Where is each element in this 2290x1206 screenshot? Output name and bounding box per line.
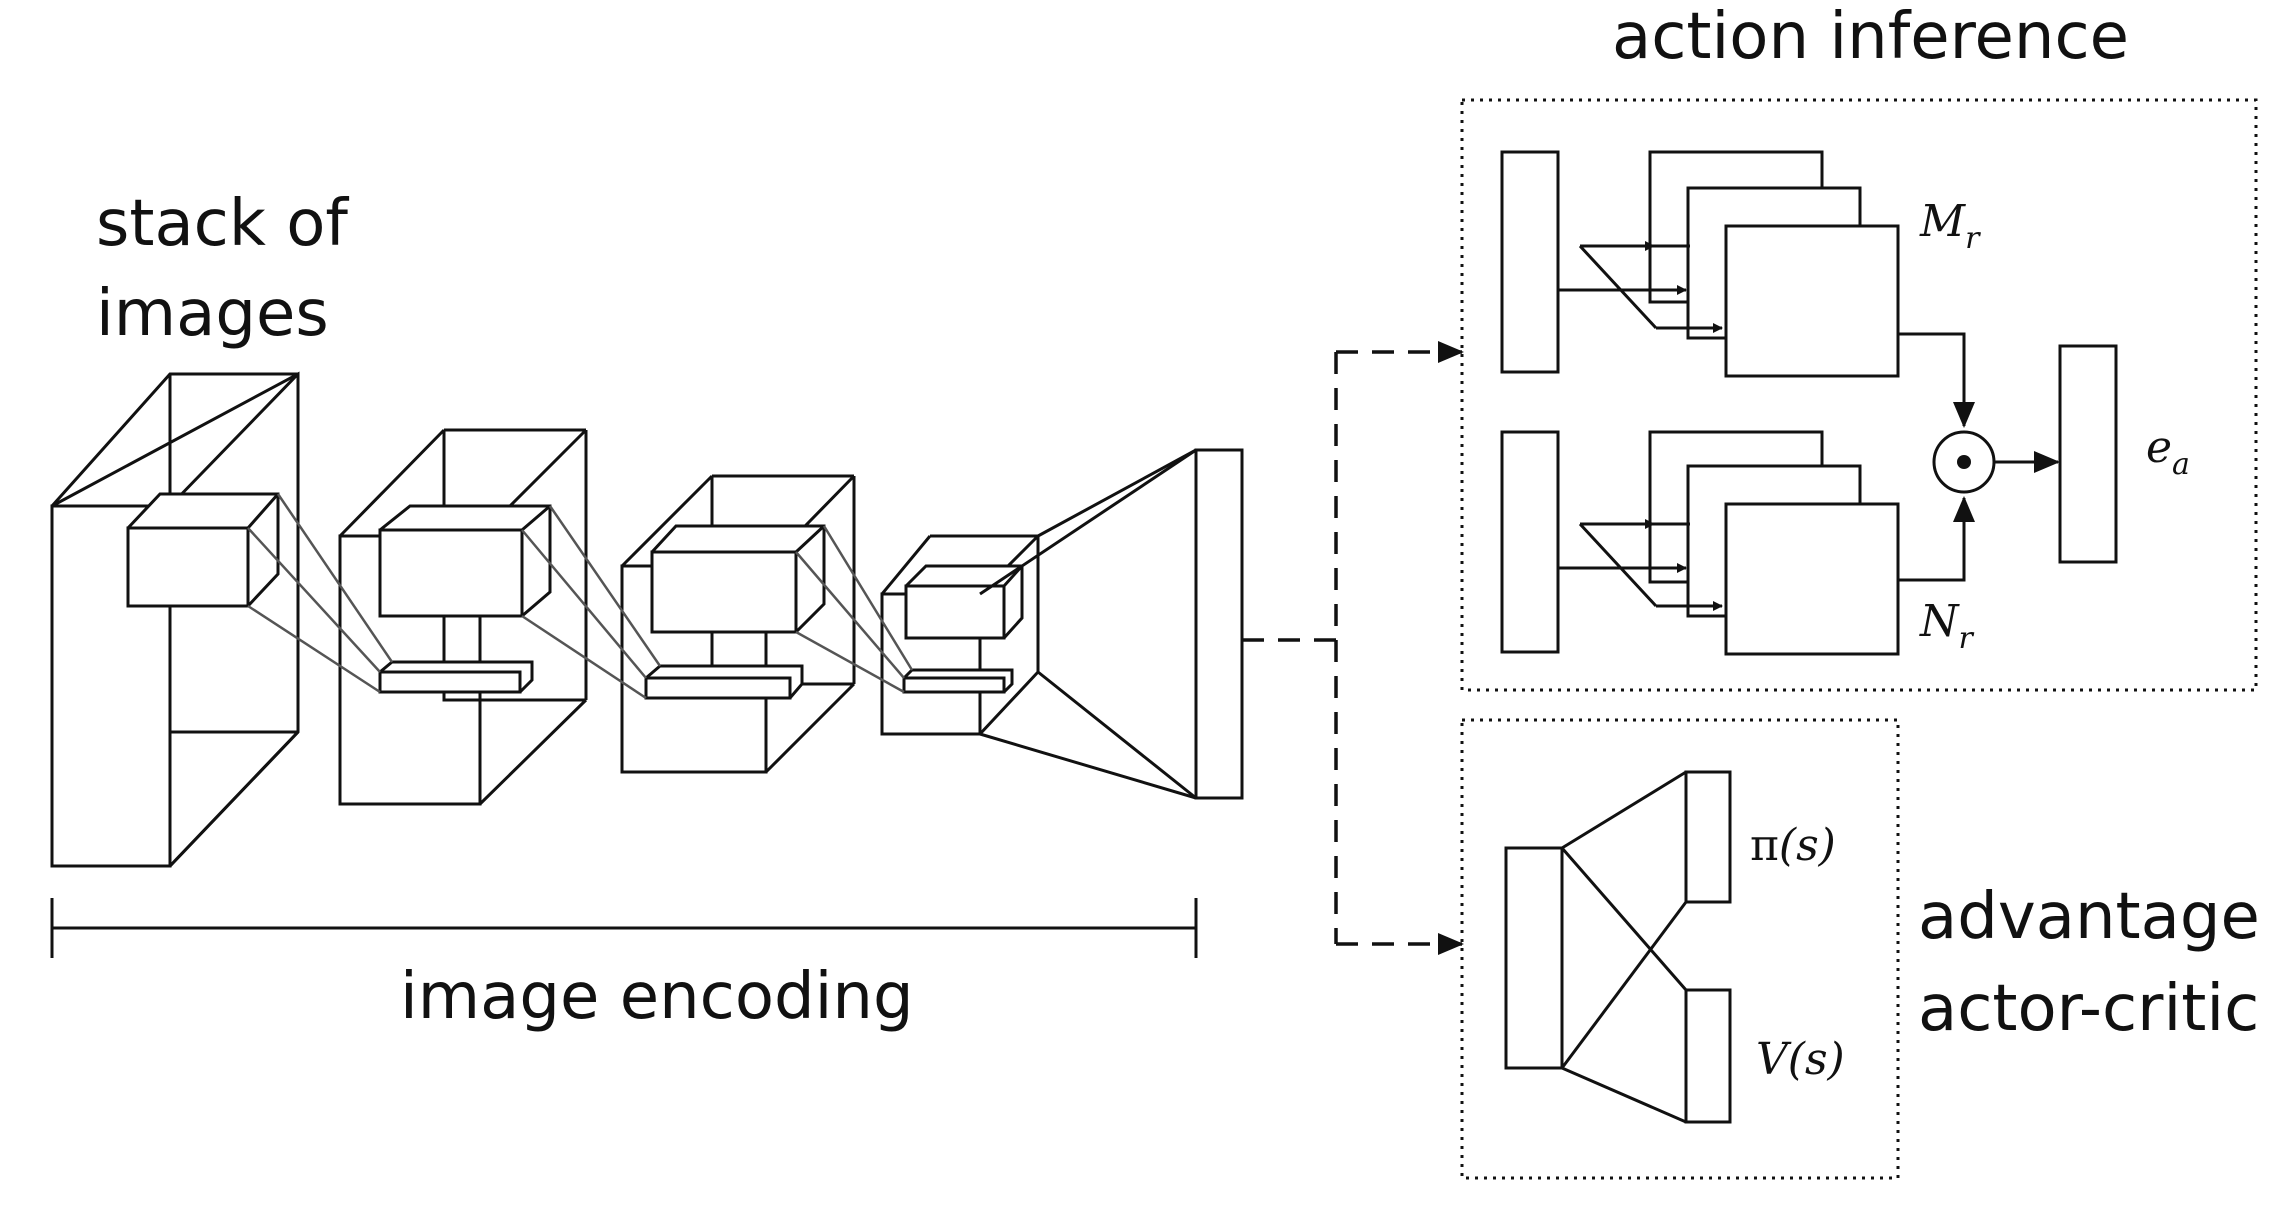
- critic-input-vector: [1504, 846, 1564, 1070]
- conv-kernel-3: [650, 524, 826, 634]
- conv-kernel-2: [378, 504, 552, 618]
- elementwise-product-node: [1932, 430, 1996, 494]
- arrows-bottom: [1558, 519, 1723, 611]
- value-label: V(s): [1756, 1034, 1845, 1085]
- feature-strip-2: [378, 660, 534, 694]
- action-vector-bottom: [1500, 430, 1560, 654]
- image-encoding-bracket: [50, 898, 1198, 958]
- policy-label: π(s): [1750, 820, 1836, 871]
- policy-vector: [1684, 770, 1732, 904]
- conv-kernel-1: [126, 492, 280, 608]
- advantage-label-line1: advantage: [1918, 880, 2260, 954]
- merge-arrows: [1898, 332, 2060, 582]
- advantage-label-line2: actor-critic: [1918, 972, 2259, 1046]
- stack-of-images-label-line2: images: [96, 277, 329, 351]
- actor-critic-connections: [1560, 770, 1688, 1124]
- action-inference-panel: [1460, 98, 2258, 692]
- feature-strip-4: [902, 668, 1014, 694]
- image-encoding-label: image encoding: [400, 960, 914, 1034]
- arrows-top: [1558, 241, 1723, 333]
- n-r-label: Nr: [1919, 596, 1975, 656]
- projection-lines: [247, 493, 914, 700]
- encoding-vector: [1194, 448, 1244, 800]
- action-embedding-vector: [2058, 344, 2118, 564]
- stack-of-images-label-line1: stack of: [96, 187, 349, 261]
- conv-layer-1: [50, 371, 300, 868]
- action-vector-top: [1500, 150, 1560, 374]
- dashed-connectors: [1242, 341, 1464, 955]
- m-r-label: Mr: [1919, 196, 1981, 256]
- action-inference-label: action inference: [1612, 0, 2129, 74]
- e-a-label: ea: [2146, 422, 2190, 482]
- feature-maps-top: [1648, 150, 1900, 378]
- value-vector: [1684, 988, 1732, 1124]
- feature-maps-bottom: [1648, 430, 1900, 656]
- fc-projection: [979, 448, 1197, 800]
- actor-critic-panel: [1460, 718, 1900, 1180]
- feature-strip-3: [644, 664, 804, 700]
